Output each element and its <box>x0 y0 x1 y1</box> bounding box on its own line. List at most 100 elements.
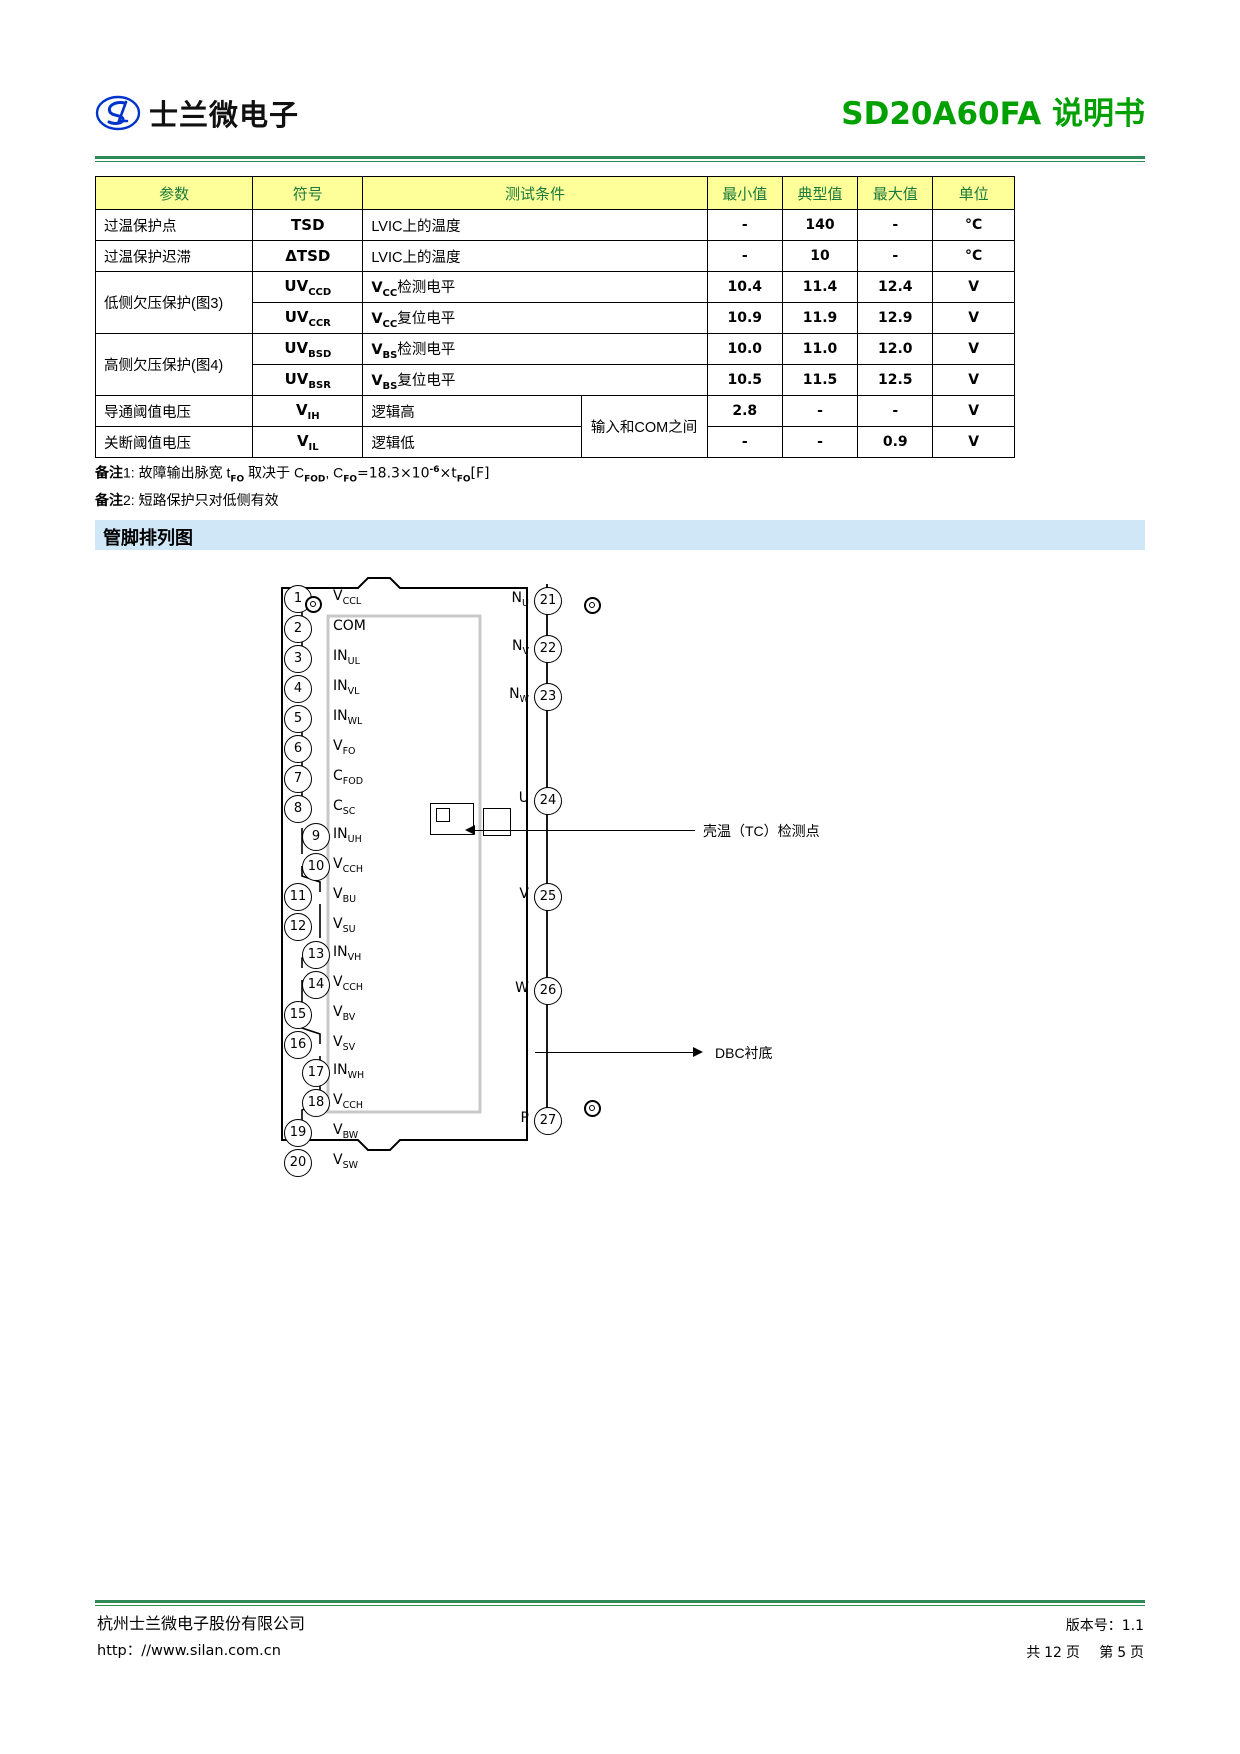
cell-min: - <box>706 426 783 458</box>
pin-number-27: 27 <box>534 1107 562 1135</box>
pin-label-15: VBV <box>333 1004 356 1023</box>
pin-number-13: 13 <box>302 941 330 969</box>
cell-max: - <box>857 209 934 241</box>
col-unit: 单位 <box>932 176 1015 210</box>
pin-label-9: INUH <box>333 826 362 845</box>
table-row: 低侧欠压保护(图3) UVCCD VCC检测电平 10.4 11.4 12.4 … <box>94 271 1015 334</box>
pin-label-2: COM <box>333 618 366 634</box>
pin21-orientation-marker <box>584 597 601 614</box>
cell-max: 12.4 <box>857 271 934 303</box>
pin-number-2: 2 <box>284 615 312 643</box>
pin-label-21: NU <box>511 590 529 609</box>
cell-typ: - <box>781 395 859 427</box>
table-row: 过温保护迟滞 ΔTSD LVIC上的温度 - 10 - °C <box>94 240 1015 272</box>
cell-max: 12.0 <box>857 333 934 365</box>
table-row: 高侧欠压保护(图4) UVBSD VBS检测电平 10.0 11.0 12.0 … <box>94 333 1015 396</box>
col-max: 最大值 <box>857 176 934 210</box>
cell-max: 12.9 <box>857 302 934 334</box>
pin-label-25: V <box>519 886 529 902</box>
pin-number-3: 3 <box>284 645 312 673</box>
section-header-pin-layout: 管脚排列图 <box>95 520 1145 550</box>
cell-condition: VBS复位电平 <box>362 364 708 396</box>
cell-param: 低侧欠压保护(图3) <box>94 271 254 334</box>
cell-unit: V <box>932 426 1015 458</box>
electrical-spec-table: 参数 符号 测试条件 最小值 典型值 最大值 单位 过温保护点 TSD LVIC… <box>94 176 1015 458</box>
footer-right: 版本号：1.1 共 12 页 第 5 页 <box>1026 1612 1144 1666</box>
header-rule-thick <box>95 156 1145 159</box>
pin-label-11: VBU <box>333 886 357 905</box>
pin-label-16: VSV <box>333 1034 356 1053</box>
cell-unit: V <box>932 302 1015 334</box>
cell-symbol: VIL <box>252 426 364 458</box>
footer-url[interactable]: http：//www.silan.com.cn <box>97 1643 281 1659</box>
cell-symbol: UVBSR <box>252 364 364 396</box>
pin-number-20: 20 <box>284 1149 312 1177</box>
pin27-orientation-marker <box>584 1100 601 1117</box>
footer-company: 杭州士兰微电子股份有限公司 <box>97 1616 306 1633</box>
pin-label-14: VCCH <box>333 974 363 993</box>
cell-max: 12.5 <box>857 364 934 396</box>
pin-number-6: 6 <box>284 735 312 763</box>
table-row: 导通阈值电压 VIH 逻辑高 输入和COM之间 2.8 - - V <box>94 395 1015 458</box>
cell-min: 10.9 <box>706 302 783 334</box>
cell-max: 0.9 <box>857 426 934 458</box>
header-rule-thin <box>95 161 1145 162</box>
company-name-cn: 士兰微电子 <box>149 98 300 132</box>
pin-label-12: VSU <box>333 916 356 935</box>
footer-left: 杭州士兰微电子股份有限公司 http：//www.silan.com.cn <box>97 1612 305 1664</box>
tc-annotation-text: 壳温（TC）检测点 <box>703 823 820 839</box>
col-min: 最小值 <box>706 176 783 210</box>
pin-number-26: 26 <box>534 977 562 1005</box>
pin-number-4: 4 <box>284 675 312 703</box>
footer-version: 版本号：1.1 <box>1065 1617 1144 1634</box>
pin-label-26: W <box>515 980 529 996</box>
table-row: 过温保护点 TSD LVIC上的温度 - 140 - °C <box>94 209 1015 241</box>
cell-typ: 11.5 <box>781 364 859 396</box>
cell-max: - <box>857 395 934 427</box>
pin-label-17: INWH <box>333 1062 365 1081</box>
pin-number-5: 5 <box>284 705 312 733</box>
pin-label-4: INVL <box>333 678 360 697</box>
pin-label-13: INVH <box>333 944 362 963</box>
pin-label-20: VSW <box>333 1152 359 1171</box>
cell-symbol: UVCCD <box>252 271 364 303</box>
tc-sense-inner-square <box>436 808 450 822</box>
dbc-annotation-text: DBC衬底 <box>715 1045 773 1061</box>
cell-min: 10.5 <box>706 364 783 396</box>
cell-min: - <box>706 240 783 272</box>
dbc-annotation-line <box>535 1052 695 1054</box>
cell-param: 过温保护迟滞 <box>94 240 254 272</box>
cell-min: 10.4 <box>706 271 783 303</box>
cell-condition: LVIC上的温度 <box>362 240 708 272</box>
cell-symbol: ΔTSD <box>252 240 364 272</box>
pin-number-9: 9 <box>302 823 330 851</box>
cell-unit: V <box>932 364 1015 396</box>
pin-label-18: VCCH <box>333 1092 363 1111</box>
cell-param: 过温保护点 <box>94 209 254 241</box>
pin-number-7: 7 <box>284 765 312 793</box>
page-header: 士兰微电子 SD20A60FA 说明书 <box>95 88 1145 150</box>
col-condition: 测试条件 <box>362 176 708 210</box>
cell-symbol: UVBSD <box>252 333 364 365</box>
pin-number-19: 19 <box>284 1119 312 1147</box>
pin-number-24: 24 <box>534 787 562 815</box>
table-row: 关断阈值电压 VIL 逻辑低 - - 0.9 V <box>94 426 1015 458</box>
note-2: 备注2: 短路保护只对低侧有效 <box>95 492 279 509</box>
cell-param: 高侧欠压保护(图4) <box>94 333 254 396</box>
cell-condition: 逻辑高 <box>362 395 582 427</box>
dbc-annotation-arrow-icon <box>693 1047 703 1057</box>
cell-typ: 10 <box>781 240 859 272</box>
pin-label-10: VCCH <box>333 856 363 875</box>
cell-typ: 11.0 <box>781 333 859 365</box>
pin-number-12: 12 <box>284 913 312 941</box>
pin-number-10: 10 <box>302 853 330 881</box>
company-logo: 士兰微电子 <box>95 92 299 134</box>
pin-number-15: 15 <box>284 1001 312 1029</box>
pin-number-21: 21 <box>534 587 562 615</box>
cell-symbol: UVCCR <box>252 302 364 334</box>
note-1: 备注1: 故障输出脉宽 tFO 取决于 CFOD, CFO=18.3×10-6×… <box>95 464 490 485</box>
right-lead-lines <box>546 584 548 1124</box>
cell-max: - <box>857 240 934 272</box>
